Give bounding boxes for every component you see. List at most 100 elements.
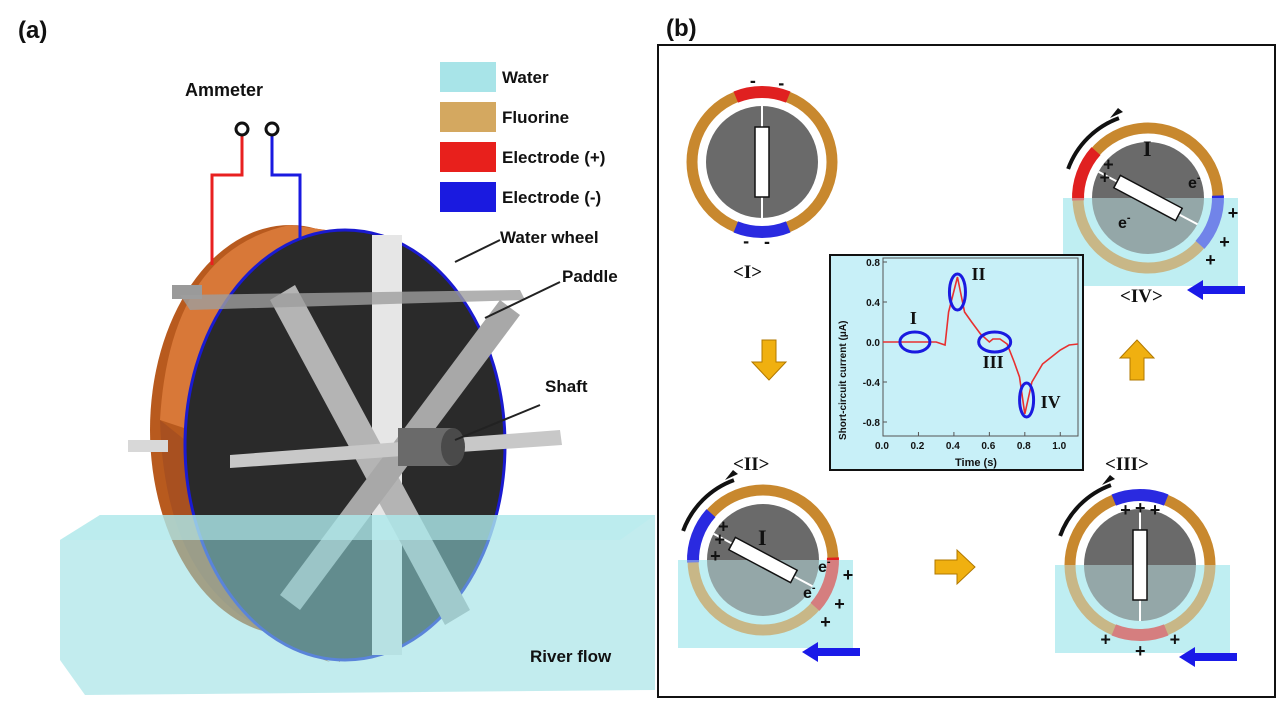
electron-label: e- [818, 556, 831, 576]
plus-charge: + [710, 546, 721, 566]
y-tick-label: 0.8 [866, 258, 880, 269]
minus-charge: - [750, 70, 756, 90]
stage-1-ring: ---- [686, 70, 838, 252]
plus-charge: + [1205, 250, 1216, 270]
electron-superscript: - [812, 582, 816, 594]
annotation-circle [947, 272, 967, 312]
electron-label: e- [803, 582, 816, 602]
stages: ----Ie-e-++++++++++++Ie-e-+++++ [678, 70, 1245, 667]
plus-charge: + [1120, 500, 1131, 520]
stage-4-ring: Ie-e-+++++ [1063, 108, 1245, 300]
plus-charge: + [820, 612, 831, 632]
callout-shaft: Shaft [545, 377, 588, 396]
bar [1112, 174, 1184, 222]
electrode-positive [810, 557, 839, 611]
electrode-bar [1098, 170, 1198, 226]
plus-charge: + [1219, 232, 1230, 252]
electrode-negative [1111, 489, 1169, 506]
x-tick-label: 0.2 [910, 441, 924, 452]
legend-swatch [440, 62, 496, 92]
water-overlay [678, 560, 853, 648]
electron-symbol: e [1188, 175, 1197, 192]
electrode-positive [1111, 624, 1169, 641]
paddle [180, 290, 525, 310]
stage-label-2: <II> [733, 454, 769, 475]
wheel-rim-top [160, 225, 340, 430]
legend-label: Fluorine [502, 108, 569, 127]
paddle-side [128, 440, 168, 452]
y-tick-label: -0.8 [863, 418, 881, 429]
callouts: Water wheel Paddle Shaft River flow [454, 228, 618, 666]
electron-symbol: e [1118, 215, 1127, 232]
electron-label: e- [1188, 172, 1201, 192]
bar [1132, 529, 1148, 601]
electrode-positive [733, 86, 791, 103]
minus-charge: - [778, 73, 784, 93]
arrow-right-icon [934, 548, 976, 586]
flow-arrow-head-icon [1187, 280, 1203, 300]
y-axis-label: Short-circuit current (μA) [838, 321, 849, 440]
electrode-negative [733, 221, 791, 238]
minus-charge: - [743, 231, 749, 251]
x-tick-label: 0.8 [1017, 441, 1031, 452]
x-axis-label: Time (s) [955, 457, 997, 469]
plus-charge: + [714, 530, 725, 550]
chart-background [829, 254, 1084, 471]
bar [754, 126, 770, 198]
rotation-arrowhead-icon [1102, 475, 1115, 485]
electron-superscript: - [1127, 212, 1131, 224]
annotation-label: II [971, 264, 985, 284]
legend-swatch [440, 142, 496, 172]
river-water-top [60, 515, 655, 540]
annotation-label: III [983, 352, 1004, 372]
paddle [230, 430, 562, 468]
plus-charge: + [718, 517, 729, 537]
x-tick-label: 1.0 [1052, 441, 1066, 452]
callout-line [454, 404, 541, 441]
panel-b-frame [657, 44, 1276, 698]
plus-charge: + [1135, 498, 1146, 518]
river-water [60, 515, 655, 695]
shaft-end [441, 428, 465, 466]
electron-superscript: - [827, 556, 831, 568]
x-tick-label: 0.6 [981, 441, 995, 452]
electrode-bar [754, 106, 770, 218]
stage-3-ring: ++++++ [1055, 475, 1237, 667]
y-tick-label: 0.4 [866, 298, 880, 309]
annotation-circle [1018, 381, 1036, 419]
callout-paddle: Paddle [562, 267, 618, 286]
legend-label: Electrode (-) [502, 188, 601, 207]
panel-b-label: (b) [666, 15, 697, 42]
flow-arrow [1192, 653, 1237, 661]
plus-charge: + [1135, 641, 1146, 661]
flow-arrow [1200, 286, 1245, 294]
ammeter-terminal [264, 121, 280, 137]
annotation-label: IV [1041, 392, 1061, 412]
rotation-arrow [681, 478, 735, 532]
electron-label: e- [1118, 212, 1131, 232]
callout-river-flow: River flow [530, 647, 612, 666]
plus-charge: + [1150, 500, 1161, 520]
annotation-circle [977, 330, 1013, 354]
plus-charge: + [1228, 203, 1239, 223]
series-line [883, 276, 1079, 415]
plus-charge: + [834, 594, 845, 614]
callout-line [484, 281, 561, 319]
y-tick-label: -0.4 [863, 378, 881, 389]
current-label: I [1143, 136, 1152, 161]
plus-charge: + [843, 565, 854, 585]
stage-label-3: <III> [1105, 454, 1149, 475]
electrode-bar [1132, 509, 1148, 621]
legend-swatch [440, 182, 496, 212]
bar [727, 536, 799, 584]
arrow-down-icon [750, 339, 788, 381]
flow-arrow-head-icon [1179, 647, 1195, 667]
annotation-label: I [910, 308, 917, 328]
stage-label-1: <I> [733, 262, 762, 283]
plus-charge: + [1099, 168, 1110, 188]
arrow-up-icon [1118, 339, 1156, 381]
